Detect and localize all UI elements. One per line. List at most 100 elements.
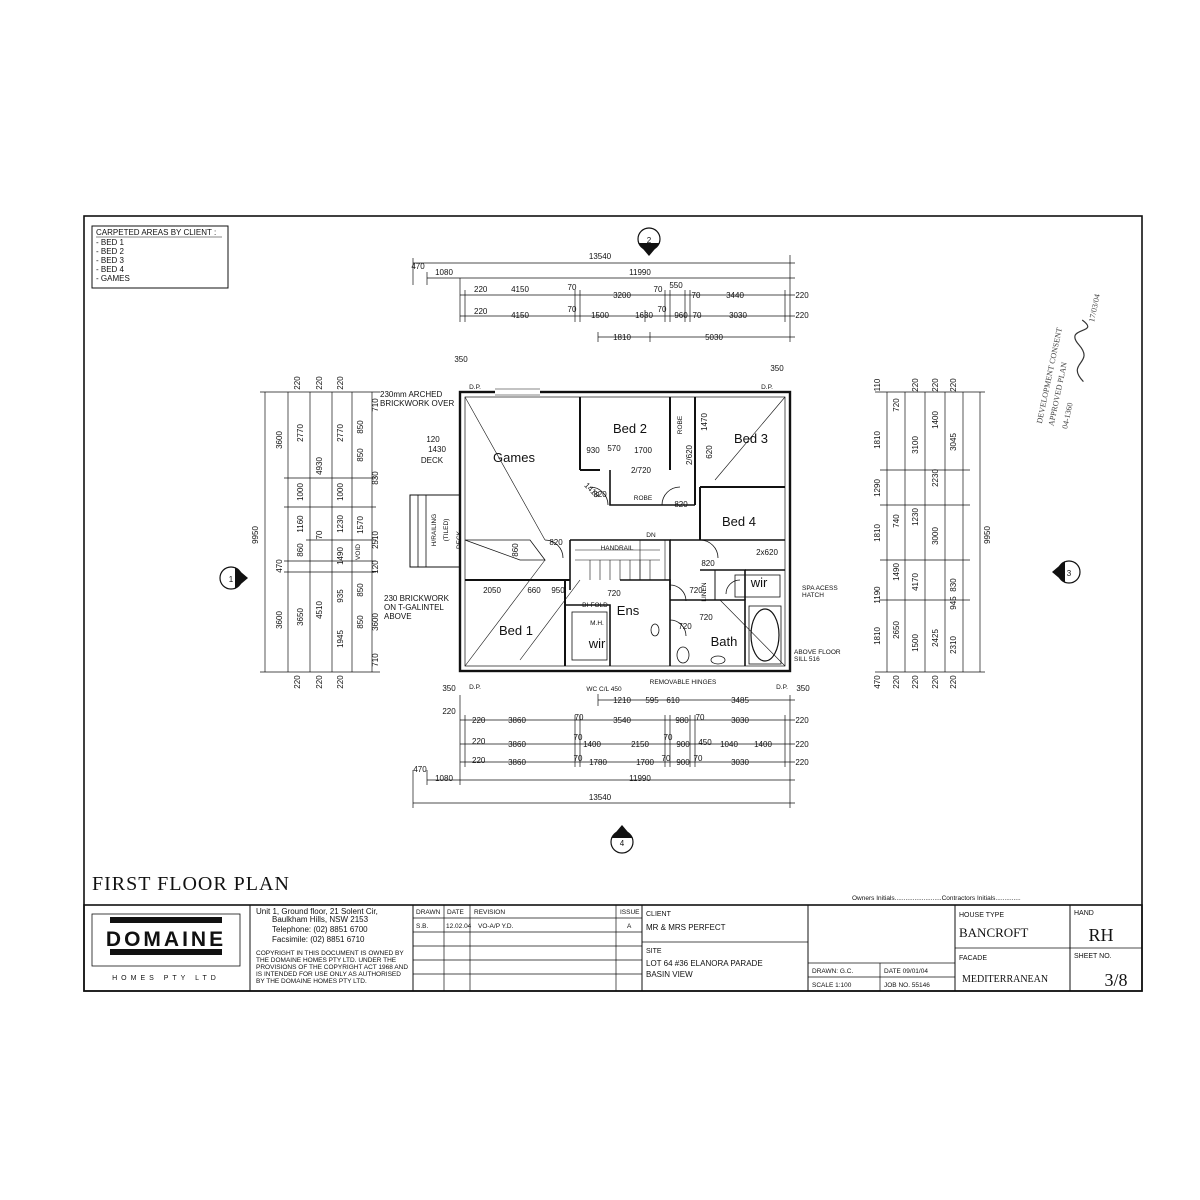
robe-label: ROBE xyxy=(634,495,653,502)
stair-dn-label: DN xyxy=(646,532,656,539)
site-address: BASIN VIEW xyxy=(646,970,693,979)
dim-label: 3030 xyxy=(729,311,747,320)
grid-marker-1: 1 xyxy=(219,566,248,590)
dim-label: 860 xyxy=(296,543,305,557)
dim-label: 120 xyxy=(371,560,380,574)
dim-label: 595 xyxy=(645,696,659,705)
dim-label: 1000 xyxy=(336,483,345,501)
company-fax: Facsimile: (02) 8851 6710 xyxy=(272,935,365,944)
spa-note: HATCH xyxy=(802,592,824,599)
legend-title: CARPETED AREAS BY CLIENT : xyxy=(96,228,216,237)
dim-label: 860 xyxy=(511,543,520,557)
facade-label: FACADE xyxy=(959,955,987,962)
scale: SCALE 1:100 xyxy=(812,982,852,989)
dim-label: 960 xyxy=(674,311,688,320)
void-label: VOID xyxy=(355,544,362,560)
dim-label: 720 xyxy=(678,622,692,631)
dim-label: 70 xyxy=(575,713,584,722)
room-wir-2: wir xyxy=(750,575,768,590)
dim-label: 220 xyxy=(795,716,809,725)
dim-label: 2x620 xyxy=(756,548,778,557)
dim-label: 660 xyxy=(527,586,541,595)
dim-label: 2050 xyxy=(483,586,501,595)
dim-label: 70 xyxy=(696,713,705,722)
room-wir-1: wir xyxy=(588,636,606,651)
dim-label: 820 xyxy=(593,490,607,499)
dim-label: 70 xyxy=(694,754,703,763)
dim-label: 220 xyxy=(795,311,809,320)
dim-label: 70 xyxy=(693,311,702,320)
dim-top-offset: 470 xyxy=(411,262,425,271)
dim-label: 550 xyxy=(669,281,683,290)
house-type: BANCROFT xyxy=(959,925,1028,940)
dim-label: 2310 xyxy=(949,636,958,654)
dim-label: 3485 xyxy=(731,696,749,705)
dim-label: 4170 xyxy=(911,573,920,591)
hand-value: RH xyxy=(1088,925,1113,945)
dim-label: 70 xyxy=(574,733,583,742)
room-bed-2: Bed 2 xyxy=(613,421,647,436)
grid-marker-3: 3 xyxy=(1052,560,1081,584)
dim-label: 1700 xyxy=(634,446,652,455)
brickwork-note: ON T-GALINTEL xyxy=(384,603,444,612)
rev-cell: A xyxy=(627,923,632,930)
company-address: Unit 1, Ground floor, 21 Solent Cir, xyxy=(256,907,378,916)
sill-note: ABOVE FLOOR xyxy=(794,649,841,656)
dim-label: 850 xyxy=(356,420,365,434)
dim-label: 70 xyxy=(658,305,667,314)
dim-label: 3200 xyxy=(613,291,631,300)
site-address: LOT 64 #36 ELANORA PARADE xyxy=(646,959,763,968)
dim-label: 3600 xyxy=(275,431,284,449)
svg-text:04-1360: 04-1360 xyxy=(1060,402,1074,430)
dim-label: 120 xyxy=(426,435,440,444)
arched-note: 230mm ARCHED xyxy=(380,390,442,399)
dim-label: 70 xyxy=(568,283,577,292)
dim-label: 1400 xyxy=(931,411,940,429)
manhole-label: M.H. xyxy=(590,620,604,627)
downpipe-label: D.P. xyxy=(761,384,773,391)
dim-label: 70 xyxy=(568,305,577,314)
dim-label: 220 xyxy=(472,737,486,746)
svg-text:HOMES PTY LTD: HOMES PTY LTD xyxy=(112,975,220,982)
svg-text:17/03/04: 17/03/04 xyxy=(1087,293,1102,323)
facade: MEDITERRANEAN xyxy=(962,974,1048,985)
dim-label: 2510 xyxy=(371,531,380,549)
dim-label: 70 xyxy=(654,285,663,294)
dim-label: 470 xyxy=(873,675,882,689)
brickwork-note: ABOVE xyxy=(384,612,412,621)
company-phone: Telephone: (02) 8851 6700 xyxy=(272,925,368,934)
railing-label: H/RAILING xyxy=(431,514,438,547)
dim-label: 220 xyxy=(795,758,809,767)
dim-label: 220 xyxy=(336,376,345,390)
dim-label: 5030 xyxy=(705,333,723,342)
handwritten-stamp: DEVELOPMENT CONSENT APPROVED PLAN 04-136… xyxy=(1035,293,1102,430)
dim-label: 450 xyxy=(698,738,712,747)
dim-label: 740 xyxy=(892,514,901,528)
floor-plan xyxy=(409,388,792,673)
dim-label: 3030 xyxy=(731,758,749,767)
dim-label: 1700 xyxy=(636,758,654,767)
dim-label: 1490 xyxy=(336,547,345,565)
drawing-title: FIRST FLOOR PLAN xyxy=(92,873,290,895)
copyright-note: THE DOMAINE HOMES PTY LTD. UNDER THE xyxy=(256,957,397,964)
site-label: SITE xyxy=(646,948,662,955)
rev-cell: S.B. xyxy=(416,923,428,930)
dim-top-first: 1080 xyxy=(435,268,453,277)
title-block xyxy=(83,904,1143,992)
dim-label: 1160 xyxy=(296,515,305,533)
dim-label: 220 xyxy=(892,675,901,689)
dim-top-overall: 13540 xyxy=(589,252,612,261)
dim-label: 220 xyxy=(293,376,302,390)
dim-label: 350 xyxy=(770,364,784,373)
legend-item: - BED 4 xyxy=(96,265,125,274)
dim-label: 4150 xyxy=(511,311,529,320)
dim-label: 980 xyxy=(675,716,689,725)
hand-label: HAND xyxy=(1074,910,1094,917)
dim-label: 720 xyxy=(689,586,703,595)
dim-label: 70 xyxy=(574,754,583,763)
dim-label: 2230 xyxy=(931,469,940,487)
dim-label: 1630 xyxy=(635,311,653,320)
sill-note: SILL 516 xyxy=(794,656,820,663)
rev-header: ISSUE xyxy=(620,909,640,916)
dim-label: 930 xyxy=(586,446,600,455)
